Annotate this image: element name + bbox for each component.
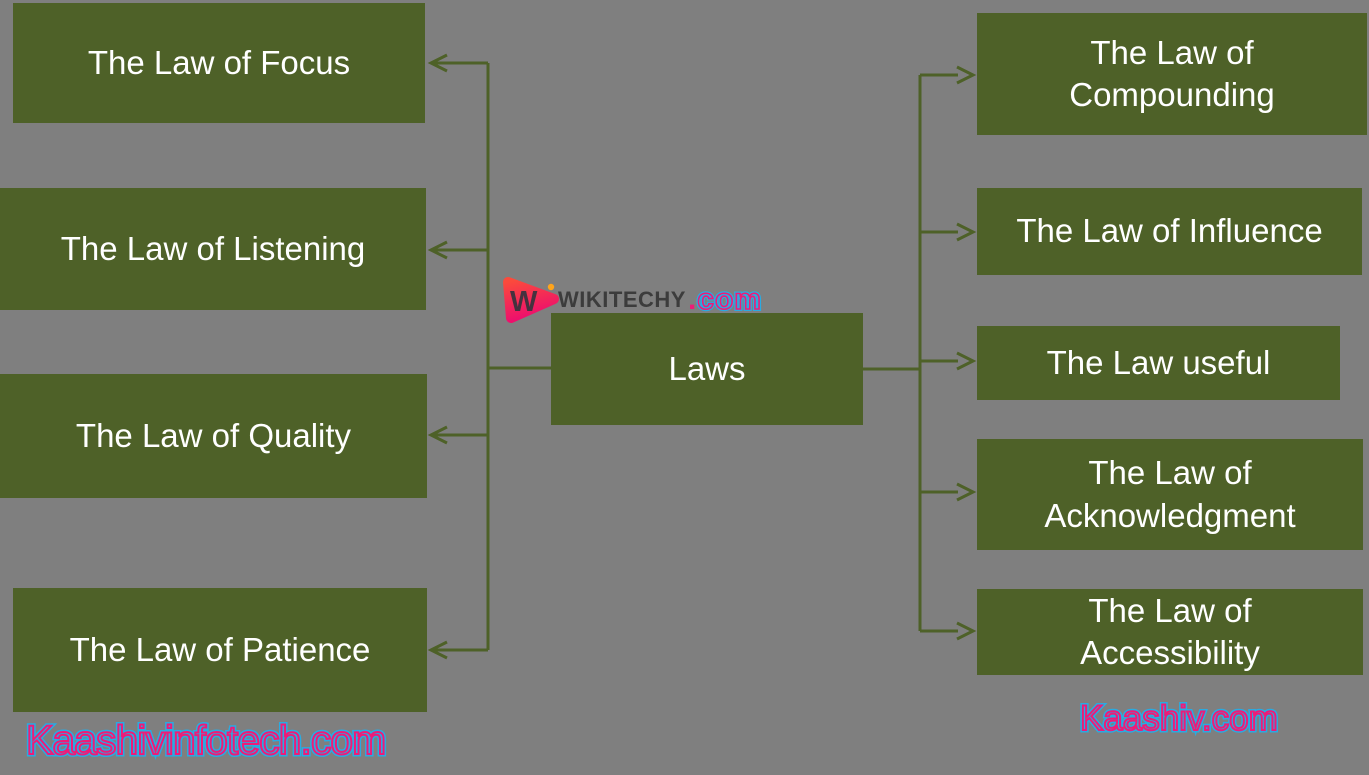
node-laws-center: Laws bbox=[551, 313, 863, 425]
logo-domain-text: com com bbox=[695, 281, 763, 318]
logo-accent-dot bbox=[547, 283, 555, 291]
watermark-kaashivinfotech: Kaashivinfotech.com Kaashivinfotech.com bbox=[23, 715, 388, 766]
node-label: The Law of Listening bbox=[60, 229, 366, 267]
node-law-of-acknowledgment: The Law of Acknowledgment bbox=[977, 439, 1363, 550]
arrowhead-icon bbox=[427, 53, 448, 73]
arrowhead-icon bbox=[427, 240, 448, 260]
arrowhead-icon bbox=[956, 351, 977, 371]
node-law-useful: The Law useful bbox=[977, 326, 1340, 400]
logo-dot-text: . bbox=[687, 283, 697, 316]
left-connector-group bbox=[427, 53, 551, 660]
logo-monogram-letter: W bbox=[510, 286, 538, 318]
node-label: The Law of Accessibility bbox=[1080, 591, 1260, 671]
arrowhead-icon bbox=[956, 482, 977, 502]
node-law-of-patience: The Law of Patience bbox=[13, 588, 427, 712]
arrowhead-icon bbox=[956, 65, 977, 85]
right-connector-group bbox=[863, 65, 977, 641]
node-label: The Law of Acknowledgment bbox=[1044, 454, 1296, 534]
arrowhead-icon bbox=[427, 640, 448, 660]
node-law-of-compounding: The Law of Compounding bbox=[977, 13, 1367, 135]
node-law-of-influence: The Law of Influence bbox=[977, 188, 1362, 275]
arrowhead-icon bbox=[956, 222, 977, 242]
watermark-kaashiv: Kaashiv.com Kaashiv.com bbox=[1078, 697, 1281, 741]
node-label: The Law of Quality bbox=[75, 416, 352, 454]
node-law-of-quality: The Law of Quality bbox=[0, 374, 427, 498]
node-law-of-listening: The Law of Listening bbox=[0, 188, 426, 310]
node-label: The Law of Influence bbox=[1016, 212, 1323, 250]
node-label: The Law useful bbox=[1046, 343, 1271, 381]
node-label: The Law of Compounding bbox=[1069, 33, 1275, 113]
node-label: Laws bbox=[668, 349, 746, 387]
arrowhead-icon bbox=[956, 621, 977, 641]
logo-word-text: WIKITECHY bbox=[558, 287, 686, 312]
wikitechy-logo: W WIKITECHY . com com bbox=[500, 274, 763, 326]
wikitechy-play-icon: W bbox=[503, 277, 559, 323]
play-triangle-shape bbox=[503, 277, 559, 323]
node-label: The Law of Focus bbox=[87, 43, 351, 81]
arrowhead-icon bbox=[427, 425, 448, 445]
node-law-of-accessibility: The Law of Accessibility bbox=[977, 589, 1363, 675]
node-law-of-focus: The Law of Focus bbox=[13, 3, 425, 123]
node-label: The Law of Patience bbox=[69, 630, 371, 668]
